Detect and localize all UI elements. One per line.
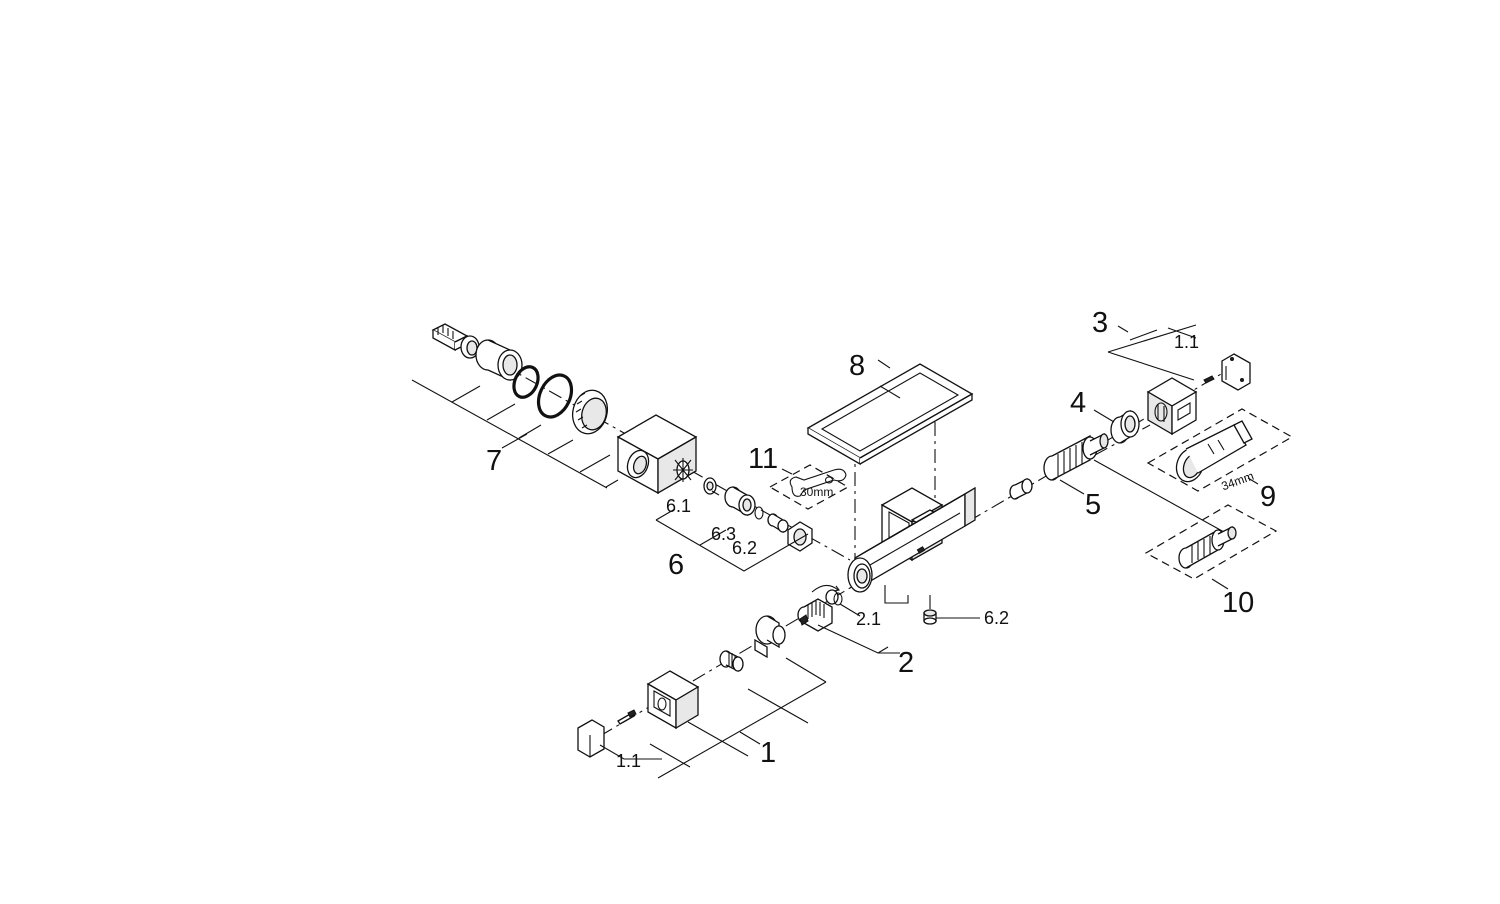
part-group-4: 4 [1070,387,1140,444]
callout-4: 4 [1070,387,1086,419]
adapter-ring-part [1110,409,1140,444]
callout-7: 7 [486,445,502,477]
thermostatic-cartridge-part [1043,432,1109,481]
cartridge-icon [797,584,840,632]
sleeve-part [475,339,523,382]
assembly-axes [454,337,1241,737]
part-group-9: 34mm 9 [1146,408,1294,513]
callout-9: 9 [1260,481,1276,513]
mixer-body-icon [847,486,976,604]
union-nut-part [787,521,813,552]
wrench-size-label: 30mm [800,485,833,499]
part-group-2: 2 2.1 [797,584,914,679]
filter-part [724,486,756,517]
callout-6-2-a: 6.2 [732,538,757,558]
s-union-part [431,323,480,359]
cap-plate-part [577,719,605,758]
callout-1: 1 [760,737,776,769]
callout-11: 11 [748,443,778,475]
callout-2: 2 [898,647,914,679]
part-group-8: 8 [806,350,974,466]
cartridge-tool-icon [1175,420,1253,483]
callout-3: 3 [1092,307,1108,339]
callout-8: 8 [849,350,865,382]
o-ring-large [536,373,574,419]
callout-2-1: 2.1 [856,609,881,629]
small-valve-part [1009,477,1033,500]
callout-6: 6 [668,549,684,581]
o-ring-small [512,365,540,399]
callout-1-1-left: 1.1 [616,751,641,771]
callout-6-3: 6.3 [711,524,736,544]
filter-insert-6-2: 6.2 [923,608,1009,628]
adapter-part [754,615,786,659]
handle-cube-part [646,670,700,730]
callout-6-1: 6.1 [666,496,691,516]
spline-adapter-part [719,650,744,673]
threaded-nut-part [571,389,609,435]
wrench-icon [789,468,847,497]
part-group-11: 30mm 11 [748,443,850,510]
callout-6-2-b: 6.2 [984,608,1009,628]
star-washer-part [673,458,693,482]
part-group-10: 10 [1144,504,1278,619]
o-ring-6-3 [754,506,764,520]
check-valve-part [767,513,789,534]
callout-1-1-right: 1.1 [1174,332,1199,352]
part-group-7: 7 [411,323,698,495]
part-group-5: 5 [1009,432,1225,533]
glass-shelf-part [806,363,974,466]
part-group-1: 1 1.1 [577,615,827,779]
cap-plate-right [1221,353,1251,391]
escutcheon-rosette [616,414,698,495]
screw-part [617,709,637,725]
tool-size-label: 34mm [1219,469,1255,494]
spare-cartridge-part [1178,525,1237,569]
part-group-3: 3 1.1 [1092,307,1251,436]
o-ring-2-1 [833,592,843,606]
part-group-6: 6 6.1 6.3 6.2 [655,458,813,581]
handle-cube-right [1146,377,1198,436]
callout-5: 5 [1085,489,1101,521]
callout-10: 10 [1222,587,1254,619]
